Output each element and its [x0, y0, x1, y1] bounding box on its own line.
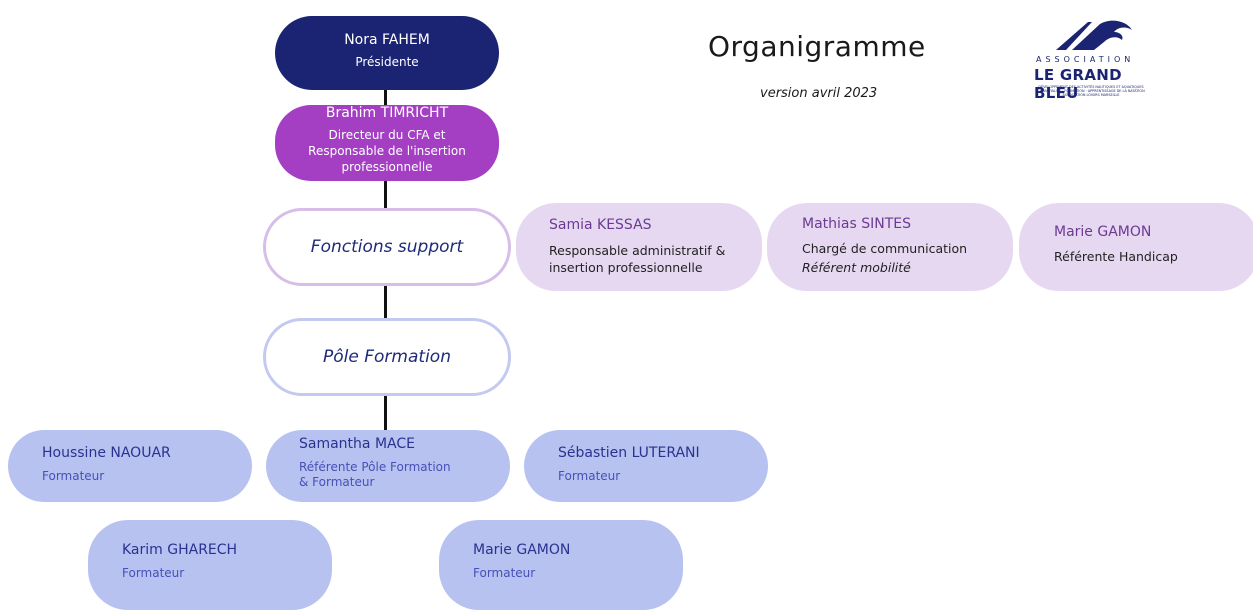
support-member-role: Référente Handicap: [1054, 249, 1178, 264]
trainer-name: Houssine NAOUAR: [42, 445, 171, 461]
support-member-card: Samia KESSAS Responsable administratif &…: [516, 203, 762, 291]
support-member-name: Mathias SINTES: [802, 216, 912, 232]
page-title: Organigramme: [708, 30, 926, 63]
connector-director-support: [384, 180, 387, 210]
support-functions-label: Fonctions support: [310, 237, 464, 257]
support-member-name: Marie GAMON: [1054, 224, 1152, 240]
support-member-card: Mathias SINTES Chargé de communication R…: [767, 203, 1013, 291]
support-member-name: Samia KESSAS: [549, 217, 652, 233]
trainer-card: Sébastien LUTERANI Formateur: [524, 430, 768, 502]
trainer-name: Sébastien LUTERANI: [558, 445, 700, 461]
director-node: Brahim TIMRICHT Directeur du CFA et Resp…: [275, 105, 499, 181]
trainer-role: Référente Pôle Formation: [299, 460, 451, 474]
support-member-role: insertion professionnelle: [549, 260, 703, 275]
logo-tagline: DÉVELOPPEMENT DES ACTIVITÉS NAUTIQUES ET…: [1037, 85, 1145, 97]
trainer-card: Marie GAMON Formateur: [439, 520, 683, 610]
pole-formation-node: Pôle Formation: [263, 318, 511, 396]
connector-pole-training: [384, 396, 387, 432]
trainer-name: Karim GHARECH: [122, 542, 238, 558]
director-role-line-1: Directeur du CFA et: [328, 128, 446, 142]
director-role-line-3: professionnelle: [341, 160, 433, 174]
trainer-name: Marie GAMON: [473, 542, 571, 558]
trainer-card: Houssine NAOUAR Formateur: [8, 430, 252, 502]
trainer-role: Formateur: [473, 566, 536, 580]
trainer-card: Karim GHARECH Formateur: [88, 520, 332, 610]
trainer-role: Formateur: [558, 469, 621, 483]
director-name: Brahim TIMRICHT: [325, 105, 449, 121]
trainer-role: Formateur: [122, 566, 185, 580]
director-role-line-2: Responsable de l'insertion: [308, 144, 466, 158]
president-role: Présidente: [355, 55, 419, 69]
version-label: version avril 2023: [760, 86, 878, 101]
president-name: Nora FAHEM: [344, 32, 430, 48]
support-member-card: Marie GAMON Référente Handicap: [1019, 203, 1253, 291]
support-member-note: Référent mobilité: [802, 260, 911, 275]
pole-formation-label: Pôle Formation: [323, 347, 451, 367]
support-member-role: Chargé de communication: [802, 241, 968, 256]
president-node: Nora FAHEM Présidente: [275, 16, 499, 90]
wave-logo-icon: [1056, 20, 1132, 50]
trainer-role: Formateur: [42, 469, 105, 483]
support-member-role: Responsable administratif &: [549, 243, 726, 258]
logo-association: ASSOCIATION: [1036, 55, 1135, 64]
connector-support-pole: [384, 285, 387, 320]
logo-name: LE GRAND BLEU: [1034, 66, 1122, 102]
trainer-role: & Formateur: [299, 475, 375, 489]
trainer-card: Samantha MACE Référente Pôle Formation &…: [266, 430, 510, 502]
logo: ASSOCIATION LE GRAND BLEU DÉVELOPPEMENT …: [1030, 18, 1150, 108]
connector-president-director: [384, 90, 387, 106]
support-functions-node: Fonctions support: [263, 208, 511, 286]
trainer-name: Samantha MACE: [299, 436, 415, 452]
